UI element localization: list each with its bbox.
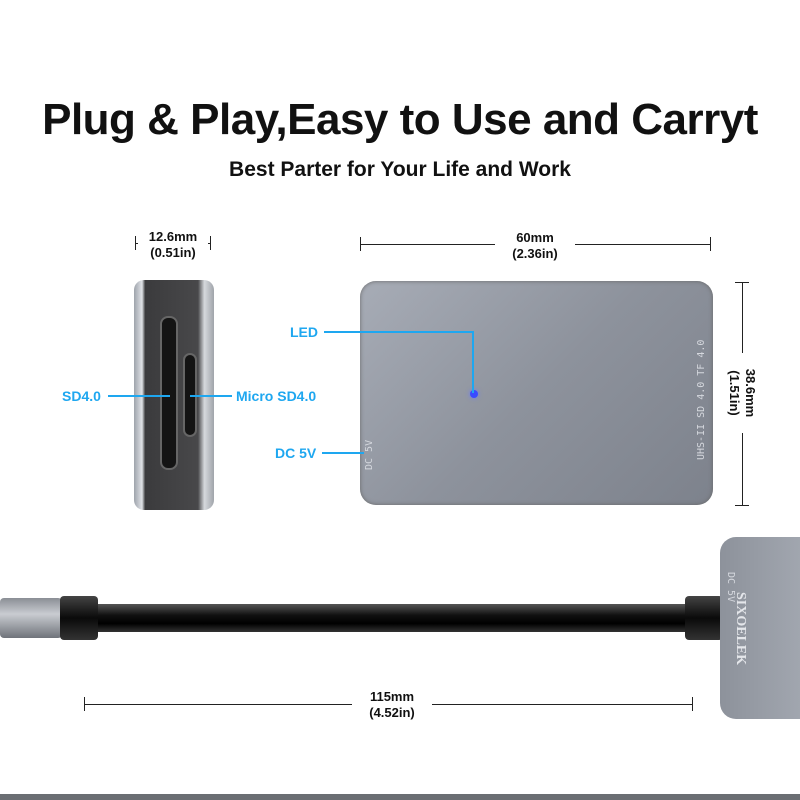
dim-mm: 38.6mm bbox=[743, 368, 758, 418]
slots-print: UHS-II SD 4.0 TF 4.0 bbox=[696, 339, 707, 460]
brand-logo: SIXOELEK bbox=[733, 592, 748, 666]
dim-mm: 115mm bbox=[369, 689, 415, 704]
dc-callout: DC 5V bbox=[275, 445, 317, 461]
callout-line bbox=[190, 395, 232, 397]
cable-strain-relief bbox=[60, 596, 98, 640]
reader-bottom-view bbox=[720, 537, 800, 719]
page-title: Plug & Play,Easy to Use and Carryt bbox=[42, 95, 758, 144]
top-width-label: 60mm (2.36in) bbox=[495, 230, 575, 262]
callout-line bbox=[472, 331, 474, 393]
led-callout: LED bbox=[290, 324, 318, 340]
micro-sd-callout: Micro SD4.0 bbox=[236, 388, 317, 404]
dim-tick bbox=[710, 237, 711, 251]
dim-mm: 12.6mm bbox=[148, 229, 198, 244]
cable-strain-relief bbox=[685, 596, 723, 640]
dim-in: (4.52in) bbox=[369, 705, 415, 720]
side-width-label: 12.6mm (0.51in) bbox=[138, 229, 208, 261]
page-subtitle: Best Parter for Your Life and Work bbox=[229, 158, 571, 181]
usb-c-plug bbox=[0, 598, 62, 638]
dim-in: (0.51in) bbox=[150, 245, 196, 260]
callout-line bbox=[324, 331, 474, 333]
sd-slot bbox=[160, 316, 178, 470]
callout-line bbox=[322, 452, 364, 454]
dc-print: DC 5V bbox=[364, 439, 375, 470]
usb-c-cable bbox=[0, 604, 700, 632]
bottom-bar bbox=[0, 794, 800, 800]
sd-callout: SD4.0 bbox=[62, 388, 101, 404]
cable-length-label: 115mm (4.52in) bbox=[352, 689, 432, 721]
dim-mm: 60mm bbox=[516, 230, 554, 245]
dim-in: (1.51in) bbox=[727, 370, 742, 416]
dim-in: (2.36in) bbox=[512, 246, 558, 261]
dim-tick bbox=[692, 697, 693, 711]
callout-line bbox=[108, 395, 170, 397]
top-height-label: 38.6mm (1.51in) bbox=[726, 353, 758, 433]
reader-top-view bbox=[360, 281, 713, 505]
led-indicator bbox=[470, 390, 478, 398]
